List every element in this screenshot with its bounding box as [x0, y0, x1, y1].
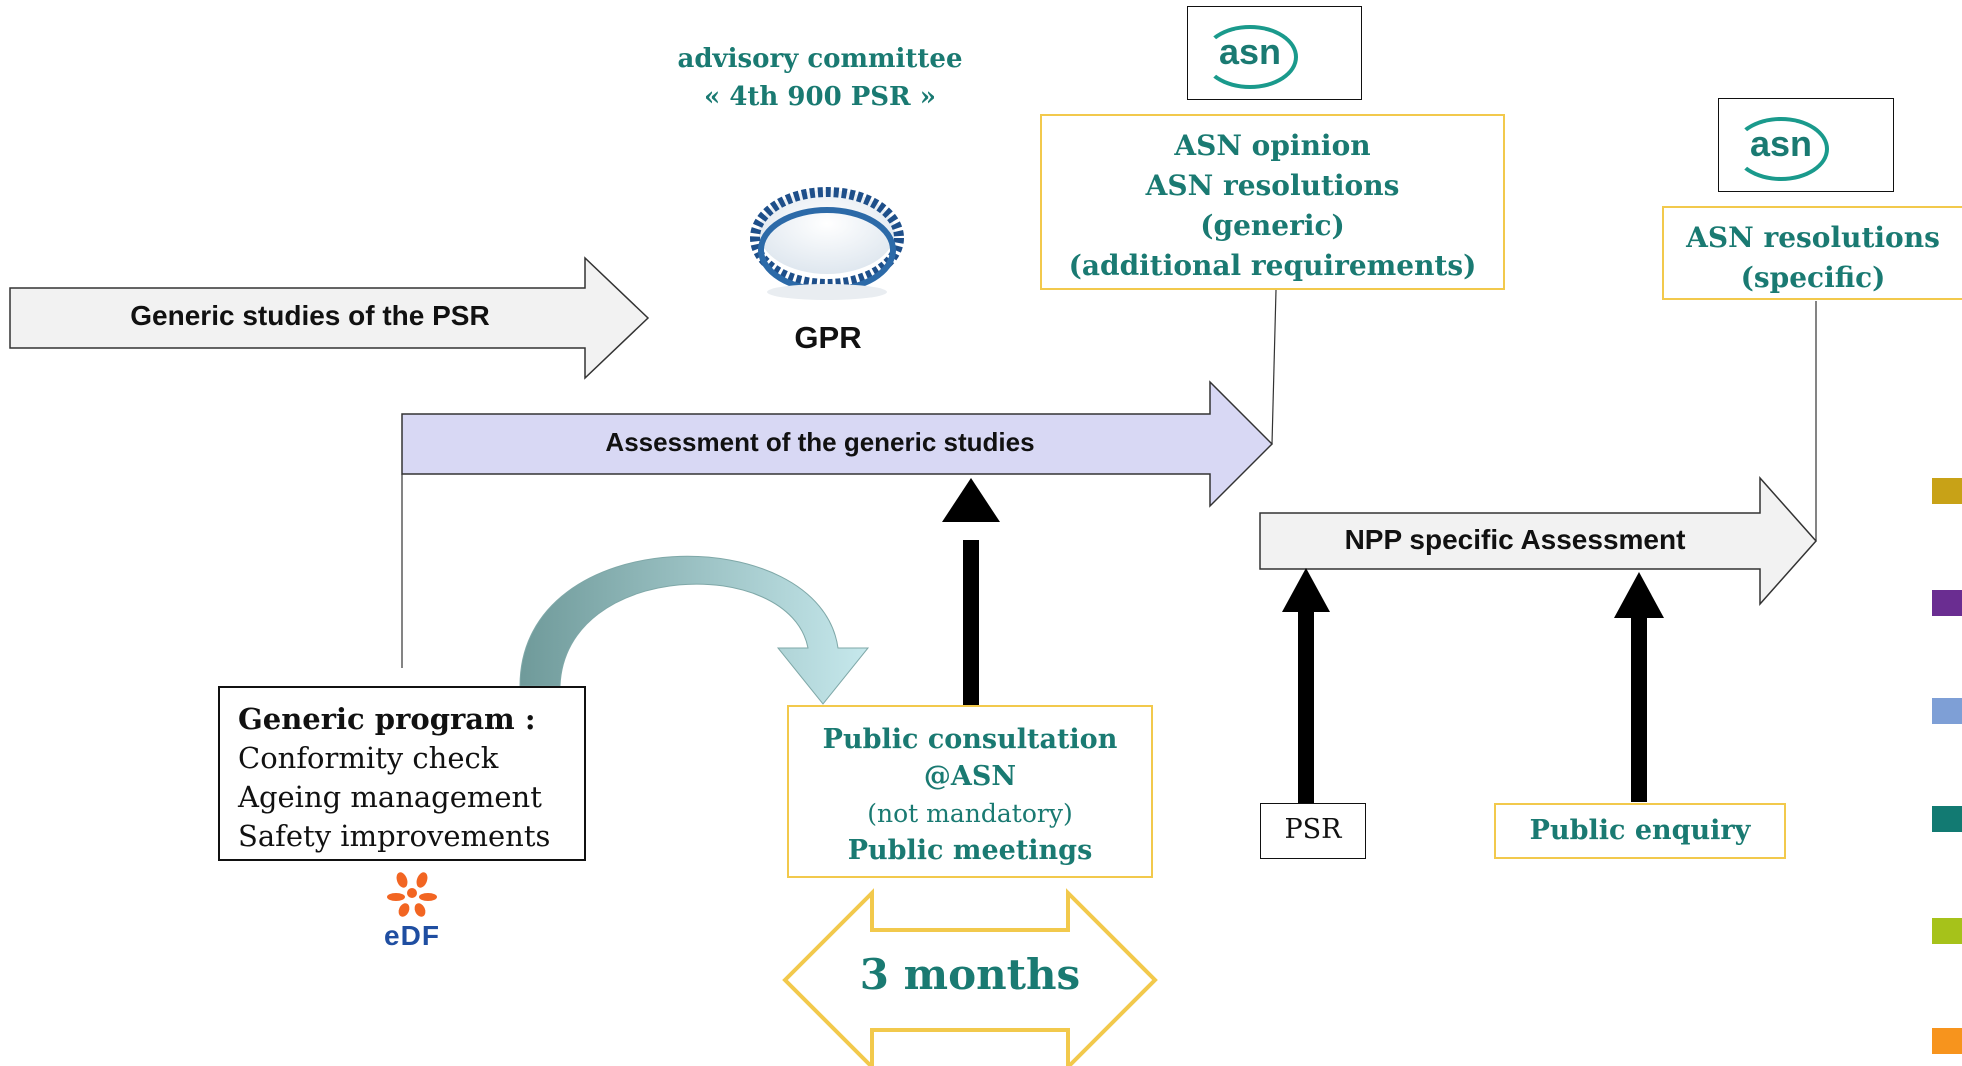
- consultation-line2: @ASN: [923, 761, 1017, 792]
- side-swatch-4: [1932, 806, 1962, 832]
- generic-program-item1: Conformity check: [238, 741, 499, 775]
- asn-opinion-line2: ASN resolutions: [1145, 169, 1400, 202]
- curved-arrow: [519, 555, 870, 705]
- asn-logo-mark: [1202, 25, 1298, 89]
- public-consultation-box: Public consultation @ASN (not mandatory)…: [787, 705, 1153, 878]
- consultation-line4: Public meetings: [847, 835, 1093, 866]
- advisory-committee-title: advisory committee « 4th 900 PSR »: [640, 40, 1000, 116]
- npp-assessment-label: NPP specific Assessment: [1344, 524, 1686, 555]
- generic-studies-arrow: [9, 256, 650, 380]
- asn-opinion-line4: (additional requirements): [1068, 249, 1477, 282]
- assessment-arrow: [401, 380, 1274, 508]
- asn-opinion-line3: (generic): [1200, 209, 1345, 242]
- generic-program-box: Generic program : Conformity check Agein…: [218, 686, 586, 861]
- edf-logo: [387, 872, 437, 917]
- generic-program-item3: Safety improvements: [238, 819, 551, 853]
- duration-label: 3 months: [859, 950, 1081, 999]
- side-swatch-5: [1932, 918, 1962, 944]
- committee-line1: advisory committee: [677, 44, 963, 74]
- asn-specific-line2: (specific): [1740, 261, 1886, 294]
- consultation-line3: (not mandatory): [867, 799, 1073, 828]
- consultation-line1: Public consultation: [822, 724, 1118, 755]
- generic-studies-label: Generic studies of the PSR: [130, 300, 490, 331]
- side-swatch-6: [1932, 1028, 1962, 1054]
- consultation-up-arrow: [942, 478, 1000, 705]
- side-swatch-1: [1932, 478, 1962, 504]
- asn-logo-text: asn: [1218, 31, 1282, 72]
- side-swatch-2: [1932, 590, 1962, 616]
- gpr-image: [750, 178, 904, 312]
- assessment-label: Assessment of the generic studies: [605, 427, 1035, 457]
- asn-opinion-line1: ASN opinion: [1174, 129, 1371, 162]
- asn-logo-text-2: asn: [1749, 123, 1813, 164]
- asn-specific-box: ASN resolutions (specific): [1662, 206, 1962, 300]
- asn-logo-top: asn: [1187, 6, 1362, 100]
- psr-up-arrow: [1282, 568, 1330, 803]
- asn-specific-line1: ASN resolutions: [1686, 221, 1940, 254]
- committee-line2: « 4th 900 PSR »: [704, 82, 936, 112]
- asn-logo-right: asn: [1718, 98, 1894, 192]
- asn-opinion-box: ASN opinion ASN resolutions (generic) (a…: [1040, 114, 1505, 290]
- npp-assessment-arrow: [1259, 476, 1818, 606]
- generic-program-item2: Ageing management: [238, 780, 542, 814]
- psr-box: PSR: [1260, 803, 1366, 859]
- enquiry-up-arrow: [1614, 572, 1664, 802]
- duration-double-arrow: [782, 888, 1158, 1066]
- edf-logo-text: eDF: [384, 920, 440, 951]
- asn-logo-mark-2: [1733, 117, 1829, 181]
- side-swatch-3: [1932, 698, 1962, 724]
- generic-program-title: Generic program :: [238, 702, 536, 736]
- public-enquiry-box: Public enquiry: [1494, 803, 1786, 859]
- connector-asn-opinion: [1271, 289, 1277, 445]
- gpr-label: GPR: [794, 320, 862, 355]
